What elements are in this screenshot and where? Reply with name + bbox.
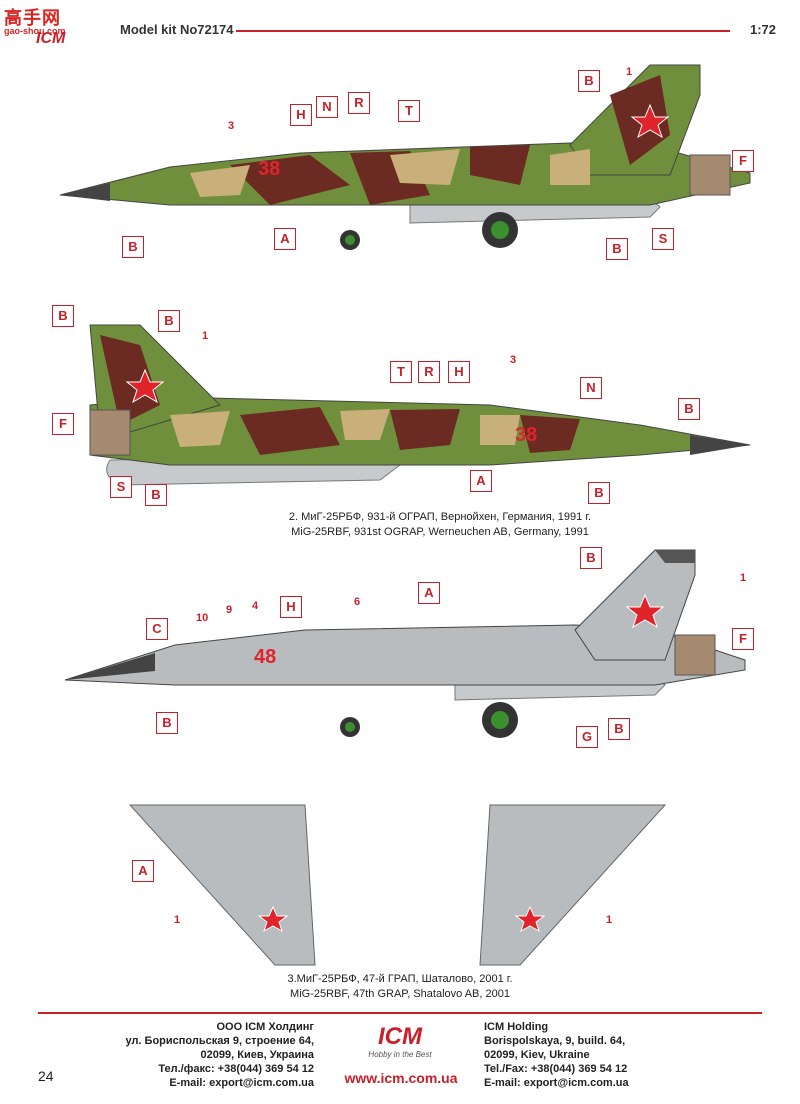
footer-ru-line: Тел./факс: +38(044) 369 54 12 xyxy=(158,1063,314,1075)
callout-b: B xyxy=(588,482,610,504)
callout-number-6: 6 xyxy=(354,596,361,608)
caption-3-en: MiG-25RBF, 47th GRAP, Shatalovo AB, 2001 xyxy=(290,988,510,1000)
callout-b: B xyxy=(608,718,630,740)
callout-b: B xyxy=(156,712,178,734)
footer-address-en: ICM Holding Borispolskaya, 9, build. 64,… xyxy=(484,1020,629,1090)
page-number: 24 xyxy=(38,1068,54,1084)
callout-s: S xyxy=(110,476,132,498)
callout-n: N xyxy=(580,377,602,399)
callout-h: H xyxy=(280,596,302,618)
callout-b: B xyxy=(158,310,180,332)
callout-b: B xyxy=(578,70,600,92)
profile-1-tail-number: 38 xyxy=(258,158,281,180)
profile-1-aircraft xyxy=(59,64,751,250)
profile-2-aircraft xyxy=(89,324,751,486)
callout-a: A xyxy=(418,582,440,604)
profile-3-tail-number: 48 xyxy=(254,646,277,668)
footer-ru-line: E-mail: export@icm.com.ua xyxy=(169,1077,314,1089)
callout-t: T xyxy=(390,361,412,383)
callout-b: B xyxy=(678,398,700,420)
callout-number-3: 3 xyxy=(510,354,517,366)
watermark-url: gao-shou.com xyxy=(4,26,66,36)
callout-number-1-right: 1 xyxy=(606,914,613,926)
callout-a: A xyxy=(470,470,492,492)
callout-number-1-left: 1 xyxy=(174,914,181,926)
callout-g: G xyxy=(576,726,598,748)
callout-n: N xyxy=(316,96,338,118)
callout-c: C xyxy=(146,618,168,640)
footer-en-line: ICM Holding xyxy=(484,1021,549,1033)
callout-h: H xyxy=(290,104,312,126)
callout-b: B xyxy=(122,236,144,258)
callout-a: A xyxy=(132,860,154,882)
footer-ru-line: ул. Бориспольская 9, строение 64, xyxy=(125,1035,314,1047)
callout-b: B xyxy=(145,484,167,506)
callout-number-1: 1 xyxy=(626,66,633,78)
caption-3-ru: 3.МиГ-25РБФ, 47-й ГРАП, Шаталово, 2001 г… xyxy=(287,973,513,985)
footer-ru-line: ООО ICM Холдинг xyxy=(216,1021,314,1033)
callout-number-10: 10 xyxy=(196,612,209,624)
callout-f: F xyxy=(52,413,74,435)
footer-address-ru: ООО ICM Холдинг ул. Бориспольская 9, стр… xyxy=(125,1020,314,1090)
callout-s: S xyxy=(652,228,674,250)
icm-logo-top: ICM xyxy=(36,30,66,47)
footer-en-line: 02099, Kiev, Ukraine xyxy=(484,1049,590,1061)
callout-f: F xyxy=(732,150,754,172)
footer-rule xyxy=(38,1012,762,1014)
footer-en-line: Borispolskaya, 9, build. 64, xyxy=(484,1035,626,1047)
callout-number-3: 3 xyxy=(228,120,235,132)
scale-label: 1:72 xyxy=(749,22,776,37)
footer-ru-line: 02099, Киев, Украина xyxy=(200,1049,314,1061)
callout-b: B xyxy=(52,305,74,327)
callout-number-4: 4 xyxy=(252,600,259,612)
caption-scheme-2: 2. МиГ-25РБФ, 931-й ОГРАП, Вернойхен, Ге… xyxy=(40,510,800,540)
profile-3-aircraft xyxy=(64,549,746,738)
callout-b: B xyxy=(606,238,628,260)
right-wing-top-view xyxy=(479,804,667,966)
caption-2-ru: 2. МиГ-25РБФ, 931-й ОГРАП, Вернойхен, Ге… xyxy=(288,511,592,523)
icm-logo-tagline: Hobby in the Best xyxy=(368,1050,432,1059)
callout-b: B xyxy=(580,547,602,569)
footer-en-line: Tel./Fax: +38(044) 369 54 12 xyxy=(484,1063,628,1075)
left-wing-top-view xyxy=(128,804,316,966)
callout-a: A xyxy=(274,228,296,250)
callout-t: T xyxy=(398,100,420,122)
footer-en-line: E-mail: export@icm.com.ua xyxy=(484,1077,629,1089)
callout-number-9: 9 xyxy=(226,604,233,616)
callout-r: R xyxy=(418,361,440,383)
callout-h: H xyxy=(448,361,470,383)
caption-2-en: MiG-25RBF, 931st OGRAP, Werneuchen AB, G… xyxy=(291,526,589,538)
footer-url-link[interactable]: www.icm.com.ua xyxy=(344,1070,458,1086)
caption-scheme-3: 3.МиГ-25РБФ, 47-й ГРАП, Шаталово, 2001 г… xyxy=(0,972,800,1002)
header-rule xyxy=(236,30,730,32)
icm-footer-logo: ICM Hobby in the Best xyxy=(354,1023,446,1060)
icm-logo-text: ICM xyxy=(378,1023,422,1050)
profile-2-tail-number: 38 xyxy=(515,424,538,446)
callout-number-1: 1 xyxy=(740,572,747,584)
callout-r: R xyxy=(348,92,370,114)
callout-number-1: 1 xyxy=(202,330,209,342)
model-kit-title: Model kit No72174 xyxy=(120,22,234,37)
callout-f: F xyxy=(732,628,754,650)
watermark-logo: 高手网 xyxy=(4,8,61,28)
